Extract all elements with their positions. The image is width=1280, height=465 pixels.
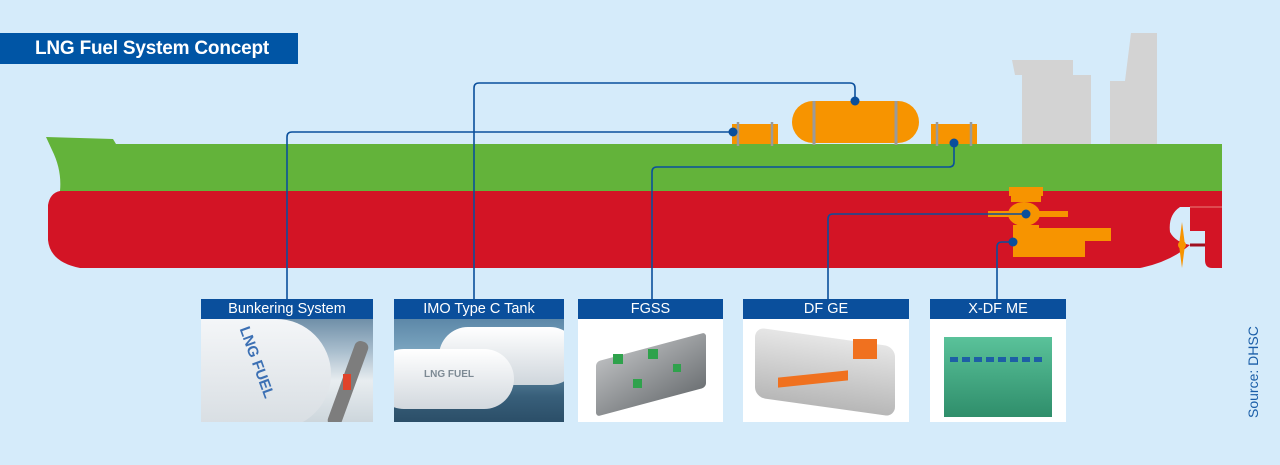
card-label: DF GE bbox=[743, 299, 909, 319]
main-engine-icon bbox=[1013, 225, 1111, 257]
card-df-ge: DF GE bbox=[743, 299, 909, 422]
tank-photo: LNG FUEL bbox=[394, 319, 564, 422]
bunkering-station-icon bbox=[732, 122, 778, 146]
ship-hull bbox=[48, 191, 1222, 268]
card-label: FGSS bbox=[578, 299, 723, 319]
propeller-icon bbox=[1178, 222, 1205, 268]
dfge-render bbox=[743, 319, 909, 422]
fgss-unit-icon bbox=[931, 122, 977, 146]
connection-points bbox=[728, 96, 1031, 247]
card-label: IMO Type C Tank bbox=[394, 299, 564, 319]
source-credit: Source: DHSC bbox=[1245, 326, 1261, 418]
ship-deck bbox=[46, 137, 1222, 191]
fgss-render bbox=[578, 319, 723, 422]
superstructure bbox=[1012, 33, 1157, 146]
card-fgss: FGSS bbox=[578, 299, 723, 422]
card-x-df-me: X-DF ME bbox=[930, 299, 1066, 422]
diagram-title: LNG Fuel System Concept bbox=[0, 33, 298, 64]
card-label: Bunkering System bbox=[201, 299, 373, 319]
bunkering-photo: LNG FUEL bbox=[201, 319, 373, 422]
card-bunkering-system: Bunkering System LNG FUEL bbox=[201, 299, 373, 422]
card-imo-type-c-tank: IMO Type C Tank LNG FUEL bbox=[394, 299, 564, 422]
card-label: X-DF ME bbox=[930, 299, 1066, 319]
leader-lines bbox=[286, 82, 1026, 299]
fuel-tank-icon bbox=[792, 101, 919, 145]
xdfme-render bbox=[930, 319, 1066, 422]
